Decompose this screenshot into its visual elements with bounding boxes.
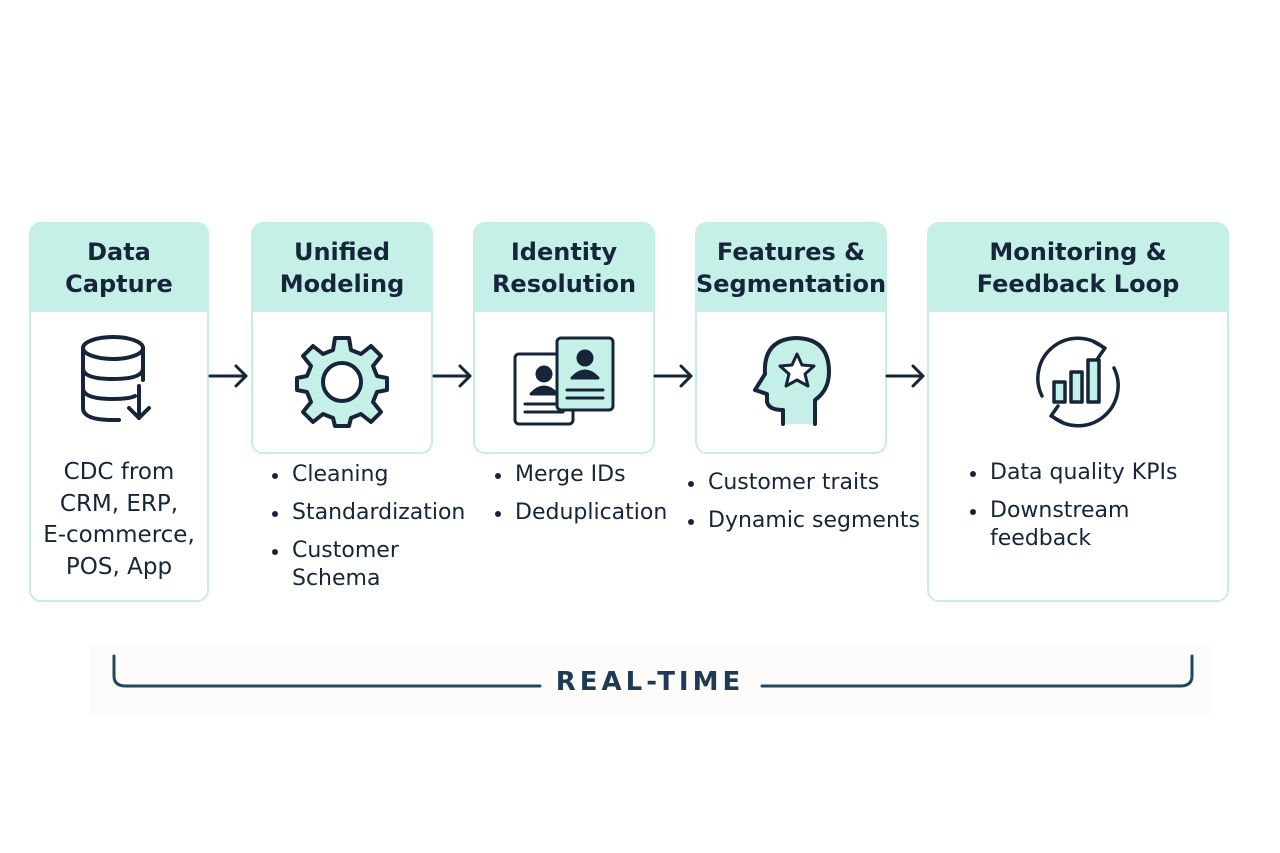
- arrow-right-icon: [885, 364, 925, 388]
- stage-title: Features & Segmentation: [697, 224, 885, 312]
- stage-title-line: Resolution: [491, 270, 637, 298]
- list-item: Standardization: [270, 499, 465, 527]
- database-download-icon: [81, 335, 151, 422]
- list-item: Customer traits: [686, 469, 920, 497]
- arrow-right-icon: [432, 364, 472, 388]
- timeline-band: [90, 645, 1210, 715]
- stage-title: Identity Resolution: [475, 224, 653, 312]
- stage-title: Data Capture: [31, 224, 207, 312]
- stage-title: Unified Modeling: [253, 224, 431, 312]
- bullet-text: Deduplication: [515, 500, 668, 525]
- bullet-text: Downstream: [990, 498, 1130, 523]
- description-line: CRM, ERP,: [59, 490, 179, 517]
- bullet-text: Merge IDs: [515, 462, 626, 487]
- chart-cycle-icon: [1036, 336, 1120, 428]
- stage-unified-modeling: Unified Modeling: [251, 222, 433, 454]
- description-line: POS, App: [65, 553, 173, 580]
- stage-bullets: Cleaning Standardization Customer Schema: [270, 461, 465, 603]
- icon-holder: [475, 334, 653, 428]
- stage-title-line: Monitoring &: [989, 238, 1167, 266]
- stage-title-line: Data: [87, 238, 151, 266]
- icon-holder: [697, 332, 885, 428]
- bullet-text: Data quality KPIs: [990, 460, 1178, 485]
- stage-title: Monitoring & Feedback Loop: [929, 224, 1227, 312]
- head-star-icon: [753, 336, 831, 426]
- list-item: Deduplication: [493, 499, 667, 527]
- stage-bullets: Merge IDs Deduplication: [493, 461, 667, 537]
- description-line: E-commerce,: [43, 522, 195, 548]
- icon-holder: [31, 328, 207, 424]
- stage-identity-resolution: Identity Resolution: [473, 222, 655, 454]
- stage-description: CDC from CRM, ERP, E-commerce, POS, App: [31, 457, 207, 583]
- list-item: Downstream feedback: [968, 497, 1177, 553]
- list-item: Data quality KPIs: [968, 459, 1177, 487]
- stage-bullets: Data quality KPIs Downstream feedback: [968, 459, 1177, 563]
- bullet-text: Customer traits: [708, 470, 880, 495]
- bullet-text: Schema: [292, 566, 381, 591]
- list-item: Merge IDs: [493, 461, 667, 489]
- stage-title-line: Unified: [293, 238, 391, 266]
- stage-monitoring-feedback: Monitoring & Feedback Loop: [927, 222, 1229, 602]
- list-item: Dynamic segments: [686, 507, 920, 535]
- id-cards-icon: [513, 336, 615, 426]
- stage-title-line: Capture: [65, 270, 173, 298]
- stage-bullets: Customer traits Dynamic segments: [686, 469, 920, 545]
- bullet-text: Dynamic segments: [708, 508, 920, 533]
- bullet-text: feedback: [990, 526, 1092, 551]
- stage-data-capture: Data Capture CDC from CRM, ERP, E-commer…: [29, 222, 209, 602]
- timeline-label: REAL-TIME: [555, 667, 745, 697]
- stage-title-line: Features &: [716, 238, 866, 266]
- stage-title-line: Identity: [510, 238, 618, 266]
- stage-title-line: Segmentation: [695, 270, 887, 298]
- list-item: Cleaning: [270, 461, 465, 489]
- stage-title-line: Feedback Loop: [976, 270, 1180, 298]
- description-line: CDC from: [63, 459, 175, 485]
- bullet-text: Customer: [292, 538, 399, 563]
- bullet-text: Standardization: [292, 500, 466, 525]
- arrow-right-icon: [653, 364, 693, 388]
- gear-icon: [295, 336, 389, 428]
- stage-features-segmentation: Features & Segmentation: [695, 222, 887, 454]
- icon-holder: [253, 334, 431, 428]
- list-item: Customer Schema: [270, 537, 465, 593]
- icon-holder: [929, 336, 1227, 428]
- bullet-text: Cleaning: [292, 462, 389, 487]
- arrow-right-icon: [208, 364, 248, 388]
- stage-title-line: Modeling: [279, 270, 405, 298]
